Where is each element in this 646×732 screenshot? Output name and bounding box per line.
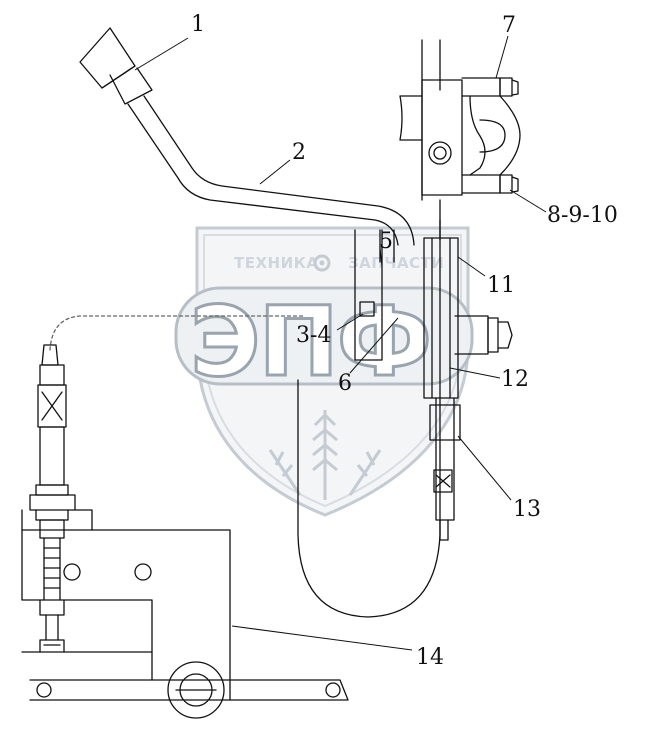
watermark: ТЕХНИКА ЗАПЧАСТИ ЭПФ bbox=[174, 226, 474, 517]
watermark-brand-right: ЗАПЧАСТИ bbox=[348, 254, 444, 272]
lever-knob bbox=[79, 27, 153, 105]
callout-8-9-10: 8-9-10 bbox=[547, 203, 618, 228]
callout-1: 1 bbox=[191, 12, 205, 37]
watermark-banner bbox=[174, 286, 474, 386]
callout-6: 6 bbox=[338, 371, 352, 396]
gear-icon bbox=[313, 254, 331, 272]
callout-5: 5 bbox=[379, 229, 393, 254]
lever-rod bbox=[127, 95, 415, 246]
watermark-brand-left: ТЕХНИКА bbox=[234, 254, 319, 272]
callout-11: 11 bbox=[487, 273, 515, 298]
linkage-rod bbox=[354, 229, 395, 361]
callout-14: 14 bbox=[416, 645, 444, 670]
cable-path bbox=[49, 315, 306, 351]
wheat-icon bbox=[268, 410, 382, 500]
clamp-bracket bbox=[399, 77, 521, 196]
watermark-logo: ЭПФ bbox=[190, 286, 430, 398]
right-column bbox=[423, 237, 513, 541]
callout-12: 12 bbox=[501, 367, 529, 392]
leader-lines bbox=[134, 35, 547, 651]
left-threaded-rod bbox=[29, 344, 76, 653]
callout-3-4: 3-4 bbox=[296, 323, 331, 348]
callout-2: 2 bbox=[292, 140, 306, 165]
callout-13: 13 bbox=[513, 497, 541, 522]
vertical-post bbox=[421, 39, 441, 241]
base-bracket bbox=[21, 509, 349, 719]
callout-labels: 1 2 3-4 5 6 7 8-9-10 11 12 13 14 bbox=[191, 12, 618, 670]
callout-7: 7 bbox=[502, 13, 516, 38]
swing-arc bbox=[297, 219, 441, 618]
